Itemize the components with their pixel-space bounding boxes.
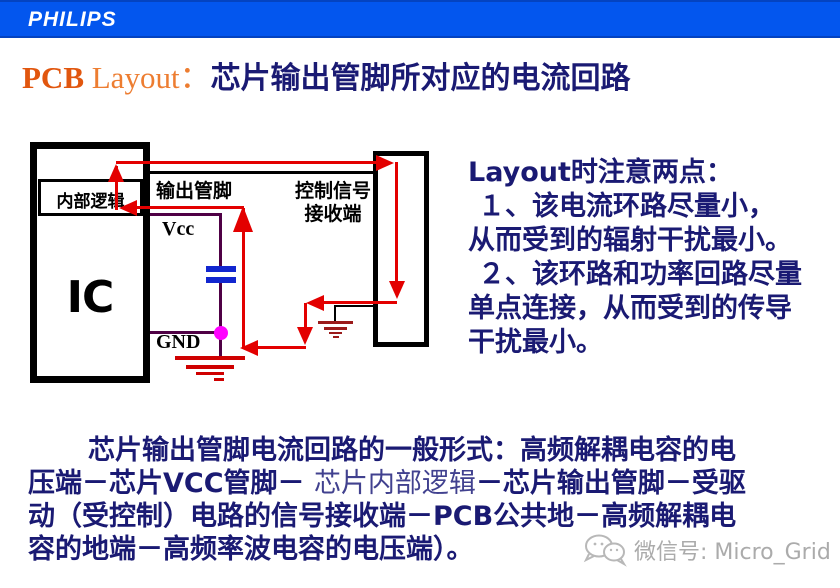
capacitor-plate-top — [206, 266, 236, 272]
gnd-wire-down — [219, 334, 222, 356]
receiver-label-line1: 控制信号 — [294, 180, 371, 202]
paragraph-segment-light: 芯片内部逻辑 — [313, 468, 476, 499]
ground-symbol-left-bar4 — [214, 378, 224, 381]
receiver-ground-wire-v — [334, 305, 336, 322]
loop-wire-receiver-out — [322, 301, 397, 304]
vcc-label: Vcc — [162, 218, 195, 240]
arrow-down2-icon — [297, 327, 313, 345]
paragraph-segment: 压端－芯片VCC管脚－ — [28, 468, 314, 499]
loop-wire-mid-down — [304, 303, 307, 329]
title-pcb: PCB — [22, 60, 84, 95]
notes-line: １、该电流环路尽量小， — [478, 191, 775, 222]
layout-notes: Layout时注意两点： １、该电流环路尽量小， 从而受到的辐射干扰最小。 ２、… — [468, 156, 838, 360]
paragraph-line: 芯片输出管脚电流回路的一般形式：高频解耦电容的电 — [88, 435, 736, 466]
watermark-text: 微信号: Micro_Grid — [634, 540, 831, 565]
watermark: 微信号: Micro_Grid — [582, 533, 831, 567]
ic-label: IC — [66, 272, 115, 323]
paragraph-line: 动（受控制）电路的信号接收端－PCB公共地－高频解耦电 — [28, 501, 737, 532]
receiver-ground-wire-h — [334, 305, 375, 307]
vcc-wire-v — [219, 213, 222, 266]
header-bar: PHILIPS — [0, 0, 840, 38]
receiver-label-line2: 接收端 — [304, 203, 362, 225]
paragraph-segment: －芯片输出管脚－受驱 — [475, 468, 746, 499]
capacitor-plate-bottom — [206, 277, 236, 283]
output-pin-label: 输出管脚 — [156, 180, 233, 202]
loop-wire-top — [116, 161, 376, 164]
arrow-up-big-icon — [233, 206, 253, 232]
title-colon: ： — [179, 60, 211, 95]
summary-paragraph: 芯片输出管脚电流回路的一般形式：高频解耦电容的电 压端－芯片VCC管脚－ 芯片内… — [28, 434, 840, 566]
philips-logo: PHILIPS — [28, 8, 117, 31]
page-title: PCB Layout：芯片输出管脚所对应的电流回路 — [22, 52, 631, 97]
arrow-left3-icon — [119, 200, 137, 216]
arrow-left2-icon — [240, 340, 258, 356]
ground-symbol-right-bar1 — [318, 321, 353, 324]
ground-symbol-right-bar4 — [333, 336, 339, 338]
notes-line: 单点连接，从而受到的传导 — [468, 293, 792, 324]
loop-wire-return-up — [242, 208, 245, 348]
notes-line: 从而受到的辐射干扰最小。 — [468, 225, 792, 256]
receiver-box — [373, 151, 429, 347]
notes-line: 干扰最小。 — [468, 327, 603, 358]
ground-symbol-right-bar3 — [329, 332, 342, 334]
ground-junction-dot — [214, 326, 228, 340]
ground-symbol-right-bar2 — [324, 327, 347, 330]
arrow-down-icon — [389, 281, 405, 299]
ground-symbol-left-bar3 — [196, 372, 224, 375]
paragraph-line: 压端－芯片VCC管脚－ 芯片内部逻辑－芯片输出管脚－受驱 — [28, 467, 840, 500]
title-layout: Layout — [84, 60, 180, 95]
arrow-right-icon — [376, 155, 394, 171]
notes-line: ２、该环路和功率回路尽量 — [478, 259, 802, 290]
paragraph-line: 容的地端－高频率波电容的电压端）。 — [28, 534, 474, 565]
gnd-wire-h — [150, 331, 222, 334]
arrow-left-icon — [306, 295, 324, 311]
cap-gnd-wire-v — [219, 282, 222, 334]
notes-line: Layout时注意两点： — [468, 157, 733, 188]
loop-wire-receiver-down — [395, 162, 398, 282]
gnd-label: GND — [156, 331, 201, 353]
wechat-icon — [583, 534, 627, 567]
ground-symbol-left-bar1 — [175, 356, 245, 360]
vcc-wire-h — [150, 213, 222, 216]
loop-wire-bottom — [254, 346, 306, 349]
title-chinese: 芯片输出管脚所对应的电流回路 — [210, 61, 631, 96]
loop-wire-logic-up — [115, 166, 118, 210]
signal-wire — [150, 171, 374, 174]
ground-symbol-left-bar2 — [186, 365, 234, 369]
loop-wire-into-logic — [134, 206, 244, 209]
internal-logic-label: 内部逻辑 — [56, 192, 125, 212]
arrow-up-icon — [108, 164, 124, 182]
